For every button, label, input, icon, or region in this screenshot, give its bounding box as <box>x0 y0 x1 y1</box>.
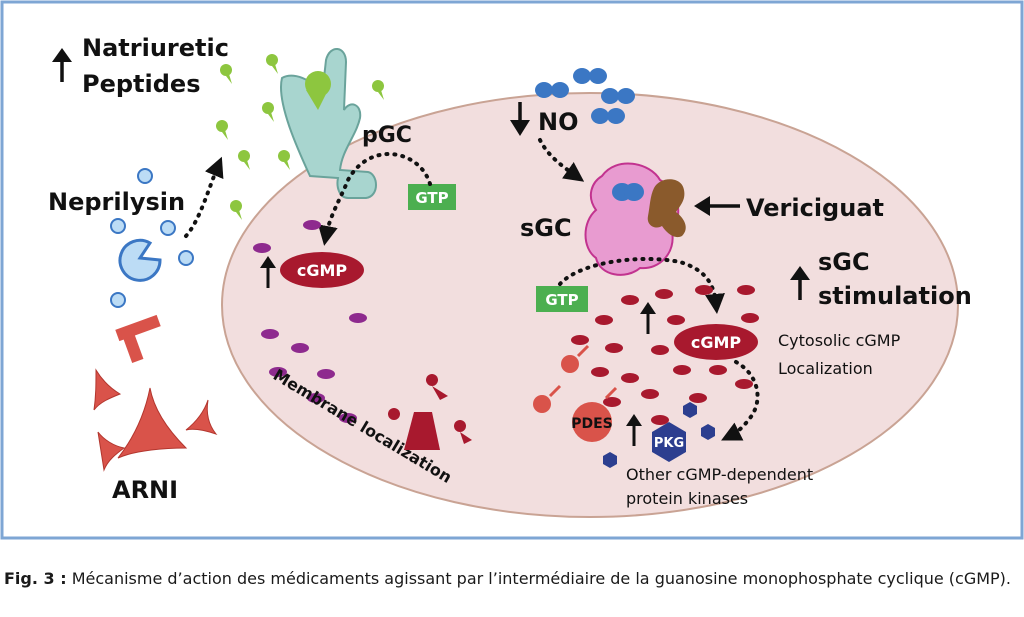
pgc-to-cgmp-arrow <box>318 152 432 246</box>
up-arrow-icon <box>260 256 276 288</box>
other-kinases-line2: protein kinases <box>626 489 748 508</box>
pgc-label: pGC <box>362 123 412 148</box>
down-arrow-icon <box>510 102 530 136</box>
gtp-membrane-box <box>408 184 456 210</box>
caption-text: Mécanisme d’action des médicaments agiss… <box>66 569 1012 588</box>
pgc-receptor <box>280 48 377 199</box>
pdes-label: PDES <box>571 416 613 432</box>
pkg-hexagon <box>652 422 686 462</box>
inhibition-symbol <box>115 314 161 364</box>
cgmp-cytosol <box>674 324 758 360</box>
membrane-cgmp-molecules <box>253 220 367 423</box>
arni-molecules <box>93 368 218 472</box>
up-arrow-icon <box>790 266 810 300</box>
neprilysin-label: Neprilysin <box>48 188 185 216</box>
sgc-label: sGC <box>520 214 572 242</box>
up-arrow-icon <box>626 414 642 446</box>
arni-label: ARNI <box>112 476 178 504</box>
membrane-pde-shapes <box>388 374 472 450</box>
sgc-stimulation-line2: stimulation <box>818 282 972 310</box>
caption-prefix: Fig. 3 : <box>4 569 67 588</box>
up-arrow-icon <box>640 302 656 334</box>
cgmp-membrane-label: cGMP <box>297 261 348 280</box>
cell-body <box>221 92 959 518</box>
pkg-label: PKG <box>654 436 684 451</box>
no-label: NO <box>538 108 579 136</box>
neprilysin-enzyme <box>110 168 194 308</box>
cytosolic-cgmp-molecules <box>571 285 759 425</box>
sgc-to-cgmp-arrow <box>558 256 725 314</box>
mechanism-diagram: Natriuretic Peptides pGC GTP cGMP <box>0 0 1024 540</box>
pkg-kinases <box>603 402 715 468</box>
vericiguat-label: Vericiguat <box>746 194 884 222</box>
sgc-stimulation-line1: sGC <box>818 248 870 276</box>
peptides-label: Peptides <box>82 70 201 98</box>
no-molecules <box>535 68 635 124</box>
natriuretic-peptides <box>216 54 384 220</box>
cytosolic-label-line1: Cytosolic cGMP <box>778 331 901 350</box>
no-to-sgc-arrow <box>538 138 585 182</box>
cytosolic-label-line2: Localization <box>778 359 873 378</box>
neprilysin-to-peptides-arrow <box>184 156 224 238</box>
left-arrow-icon <box>694 196 740 216</box>
gtp-membrane-label: GTP <box>415 189 448 207</box>
pdes-circle <box>572 402 612 442</box>
figure-caption: Fig. 3 : Mécanisme d’action des médicame… <box>4 568 1020 590</box>
pde-enzymes <box>533 344 618 413</box>
vericiguat-molecule <box>647 179 686 238</box>
gtp-cytosol-label: GTP <box>545 291 578 309</box>
natriuretic-label: Natriuretic <box>82 34 229 62</box>
cgmp-to-kinases-arrow <box>721 360 760 441</box>
gtp-cytosol-box <box>536 286 588 312</box>
cgmp-membrane <box>280 252 364 288</box>
other-kinases-line1: Other cGMP-dependent <box>626 465 813 484</box>
up-arrow-icon <box>52 48 72 82</box>
cgmp-cytosol-label: cGMP <box>691 333 742 352</box>
